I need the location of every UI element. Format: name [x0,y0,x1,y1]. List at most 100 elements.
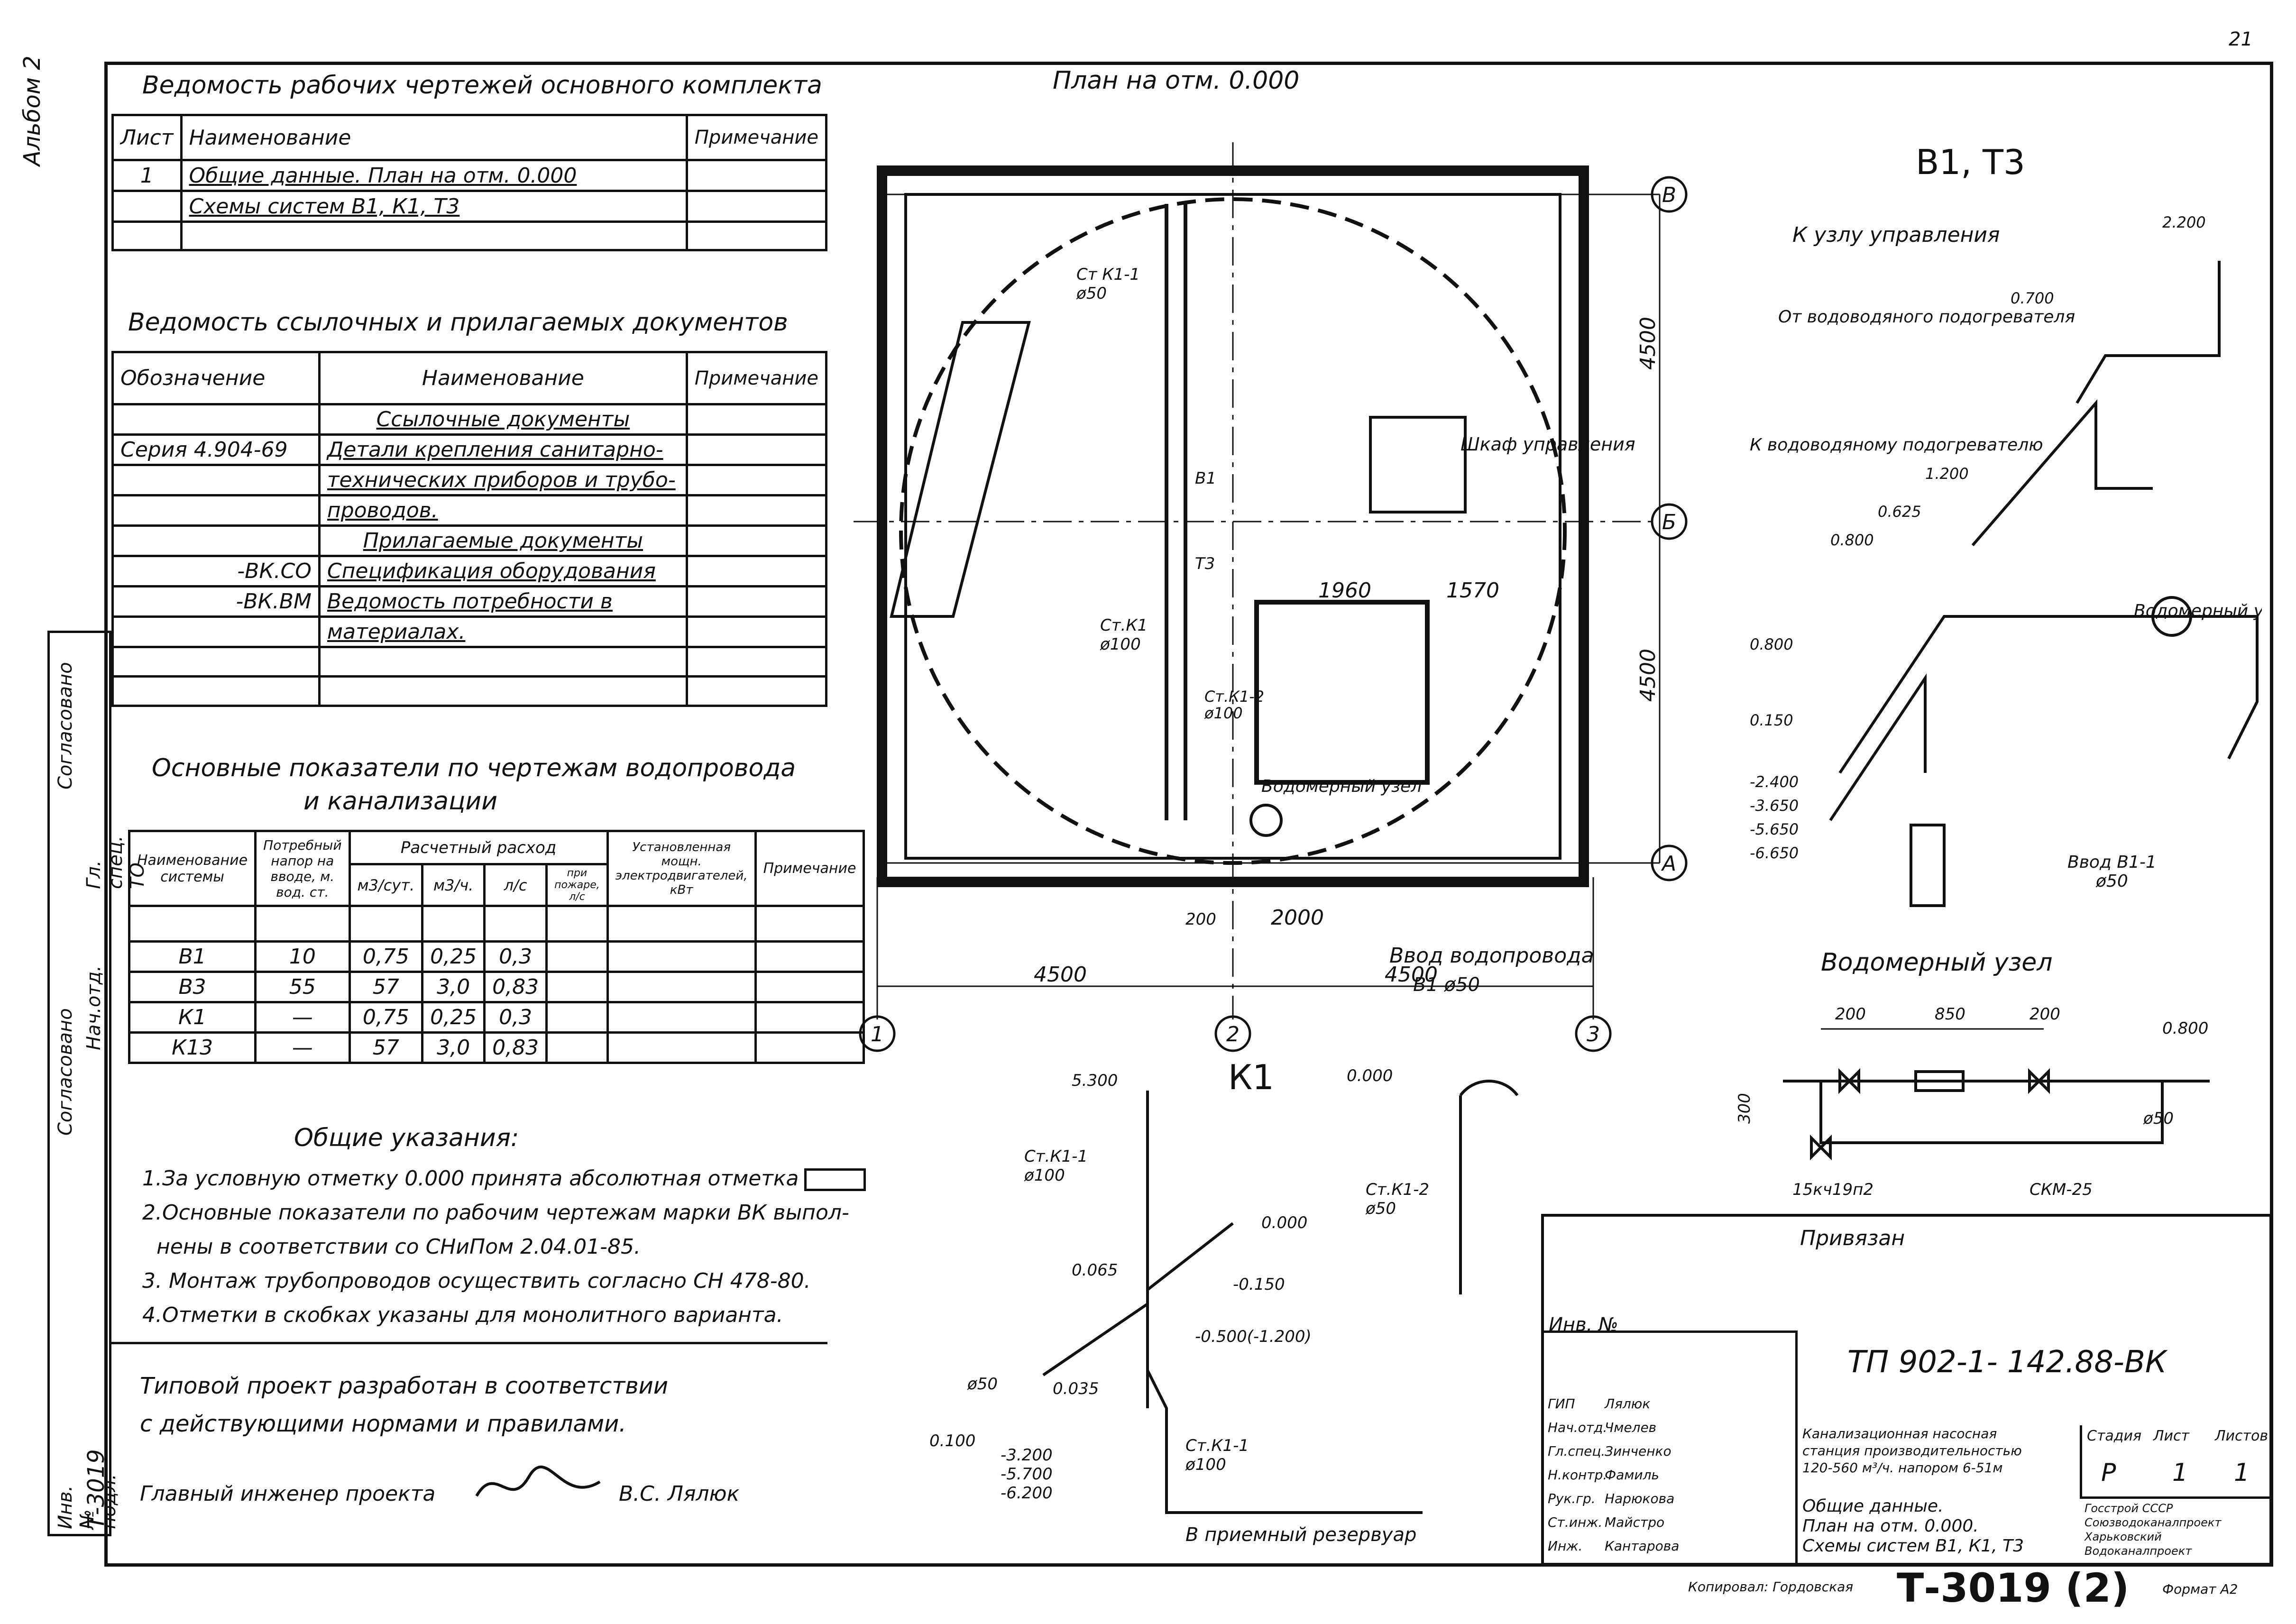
table-cell [254,905,351,943]
table-cell: 0,3 [483,940,548,973]
table-cell: 3,0 [421,1031,486,1064]
dim-text: 300 [1736,1093,1754,1124]
table-cell: 55 [254,971,351,1003]
sheet-value: 1 [2172,1459,2188,1487]
role-row: Рук.гр.Нарюкова [1548,1491,1675,1506]
riser-diameter: ø100 [1204,704,1243,722]
notes-title: Общие указания: [294,1124,519,1152]
table-cell: 1 [111,159,183,192]
riser-diameter: ø100 [1185,1455,1226,1474]
org-line: Госстрой СССР [2085,1502,2173,1515]
sheets-label: Листов [2215,1428,2268,1444]
corner-number: 21 [2229,28,2253,50]
table-cell [754,905,865,943]
mark: 1.200 [1925,465,1969,483]
role-row: Инж.Кантарова [1548,1538,1680,1554]
riser-label: Ст.К1-2 [1366,1180,1429,1199]
mark: 0.800 [1830,531,1874,549]
org-line: Харьковский [2085,1530,2162,1543]
meter-unit-title: Водомерный узел [1821,948,2053,977]
scheme-label: К водоводяному подогревателю [1750,435,2043,455]
mark: -3.650 [1750,797,1799,815]
col-name: Наименование [180,114,688,161]
mark: 0.000 [1347,1067,1393,1085]
table-cell: Ведомость потребности в [318,585,688,618]
pipe-lower [1829,673,1927,821]
valve-icon [2028,1068,2050,1094]
stage-value: Р [2101,1459,2116,1487]
mark: -6.650 [1750,844,1799,862]
scheme-b1t3: К узлу управления От водоводяного подогр… [1750,213,2262,907]
org-line: Союзводоканалпроект [2085,1516,2222,1529]
hatch-opening [1254,600,1430,785]
table-cell [685,220,828,251]
pipe-to-meter [2172,615,2259,760]
table-cell [111,190,183,223]
table-cell [685,675,828,707]
table-cell [180,220,688,251]
riser-label: Ст К1-1 [1076,265,1140,284]
axis-bubble-2 [1214,1015,1251,1052]
riser-diameter: ø100 [1024,1166,1065,1185]
dim-text: 4500 [1034,963,1087,987]
col-sheet: Лист [111,114,183,161]
chief-engineer-name: В.С. Лялюк [619,1482,740,1506]
note-item: 2.Основные показатели по рабочим чертежа… [142,1201,849,1225]
col-m3day: м3/сут. [348,863,424,907]
table-cell [545,940,609,973]
stair [890,321,1031,618]
mark: -3.200 [1001,1446,1053,1465]
riser-label: Ст.К1-1 [1185,1436,1249,1455]
indicators-title-1: Основные показатели по чертежам водопров… [152,754,796,782]
table-cell: Серия 4.904-69 [111,433,321,466]
valve-label: 15кч19п2 [1792,1180,1874,1199]
sheets-value: 1 [2234,1459,2250,1487]
scheme-label: К узлу управления [1792,223,2000,247]
scheme-b1t3-title: В1, Т3 [1916,142,2025,182]
elevation-box [804,1168,866,1191]
dim-text: 2000 [1271,906,1324,930]
table-cell: проводов. [318,494,688,527]
role-row: Нач.отд.Чмелев [1548,1420,1657,1435]
approval-row: Согласовано [55,1008,76,1136]
riser-label: Ст.К1 [1100,616,1148,635]
col-system: Наименование системы [128,830,257,907]
axis-bubble-v [1651,176,1688,213]
table-cell [111,675,321,707]
table-cell [685,524,828,557]
pipe-label: ø50 [967,1375,998,1394]
sheet-register-table: Лист Наименование Примечание 1 Общие дан… [111,114,828,251]
binding-label: Привязан [1800,1226,1905,1250]
riser-diameter: ø50 [1076,284,1107,303]
table-cell: К13 [128,1031,257,1064]
mark: -0.150 [1233,1275,1285,1294]
mark: -5.700 [1001,1465,1053,1484]
table-cell: 0,75 [348,1001,424,1034]
table-cell [545,971,609,1003]
col-note: Примечание [685,114,828,161]
dim-text: 200 [2030,1005,2060,1024]
axis-label-a: А [1661,852,1676,876]
table-cell [606,905,757,943]
org-line: Водоканалпроект [2085,1544,2192,1558]
ref-docs-table: Обозначение Наименование Примечание Ссыл… [111,351,828,707]
table-cell [318,675,688,707]
mark: 0.800 [1750,635,1793,653]
table-cell: 57 [348,1031,424,1064]
role-row: Н.контр.Фамиль [1548,1467,1659,1483]
mark: -2.400 [1750,773,1799,791]
valve-pit [1910,824,1946,907]
indicators-table: Наименование системы Потребный напор на … [128,830,865,1064]
inlet-label: Ввод водопровода [1389,944,1594,968]
table-cell: 0,83 [483,971,548,1003]
approval-row: Нач.отд. [83,965,105,1050]
sheet-title-line: План на отм. 0.000. [1802,1516,1979,1536]
inventory-number: Т-3019 [83,1449,110,1529]
table-cell: 0,83 [483,1031,548,1064]
table-cell: материалах. [318,615,688,648]
col-ls: л/с [483,863,548,907]
table-cell [685,433,828,466]
control-cabinet [1369,416,1467,514]
approval-row: Согласовано [55,662,76,789]
signature-icon [475,1465,601,1497]
